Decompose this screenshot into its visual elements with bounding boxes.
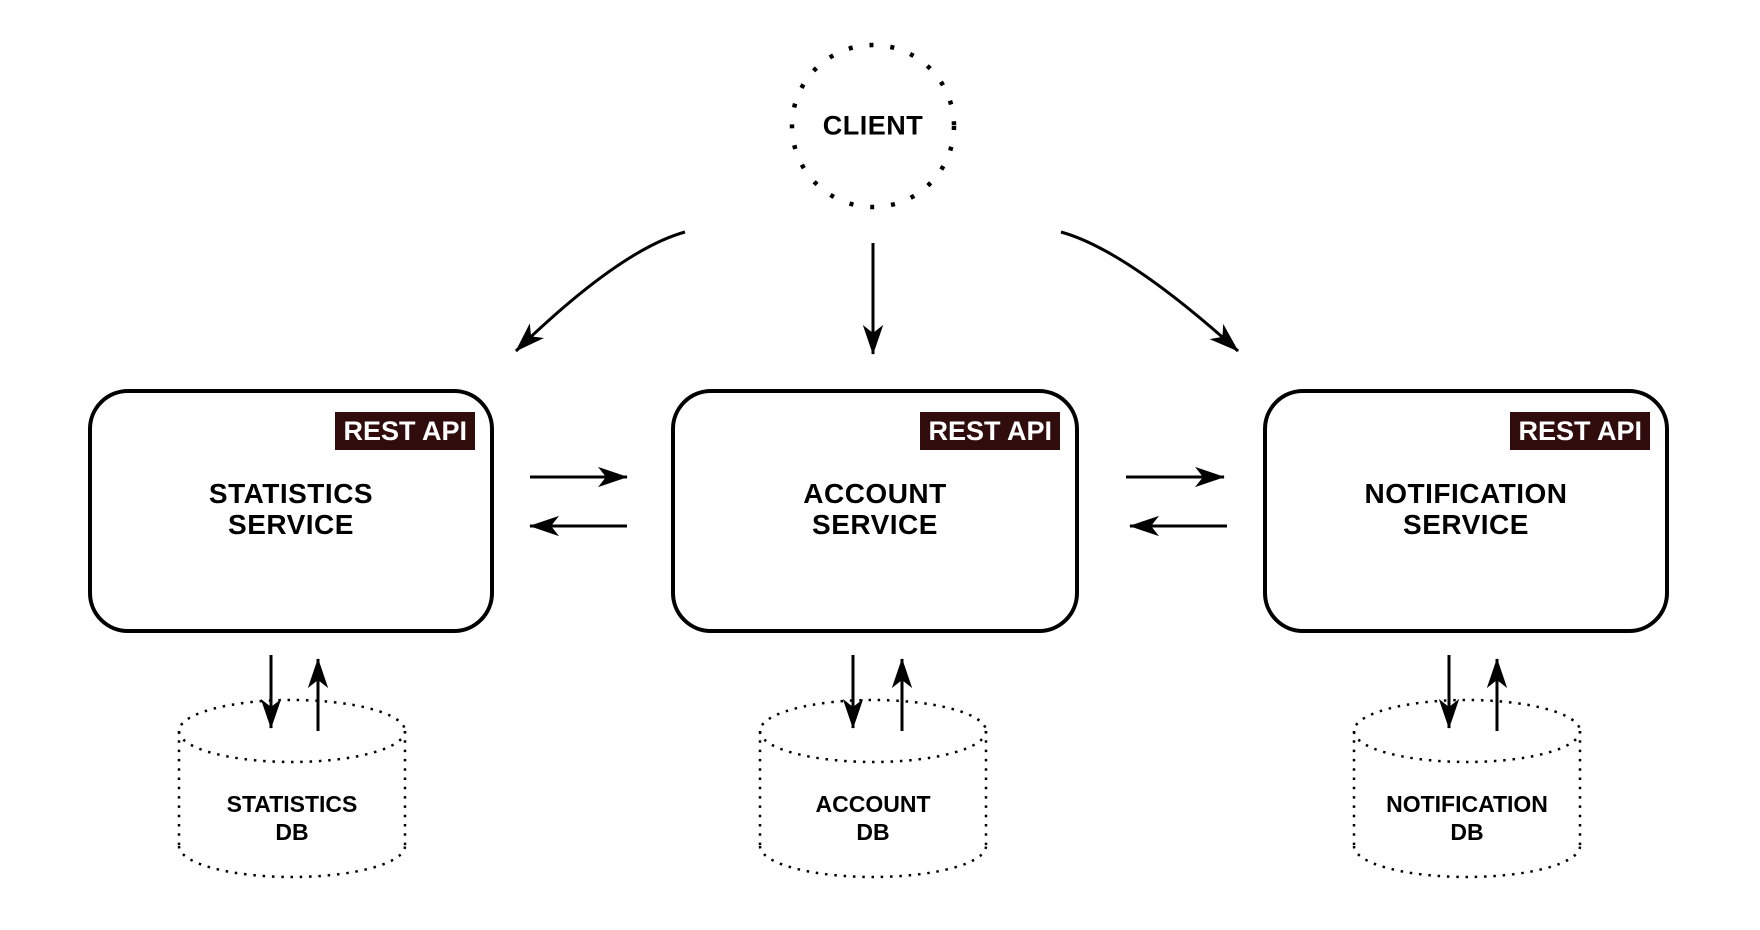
service-name-line2: SERVICE bbox=[1403, 509, 1529, 540]
service-name-line1: STATISTICS bbox=[208, 478, 374, 509]
rest-api-badge: REST API bbox=[920, 412, 1060, 450]
service-name-line1: ACCOUNT bbox=[803, 478, 947, 509]
account-db-cylinder bbox=[758, 698, 988, 879]
db-label-notification: NOTIFICATION DB bbox=[1337, 790, 1597, 846]
service-name-notification: NOTIFICATION SERVICE bbox=[1267, 478, 1665, 540]
rest-api-badge: REST API bbox=[1510, 412, 1650, 450]
db-label-account: ACCOUNT DB bbox=[743, 790, 1003, 846]
client-to-statistics-arrow bbox=[514, 230, 686, 353]
client-label: CLIENT bbox=[822, 110, 924, 141]
service-name-line2: SERVICE bbox=[812, 509, 938, 540]
statistics-db-cylinder bbox=[177, 698, 407, 879]
db-label-line1: STATISTICS bbox=[226, 791, 358, 817]
service-name-statistics: STATISTICS SERVICE bbox=[92, 478, 490, 540]
service-name-account: ACCOUNT SERVICE bbox=[675, 478, 1075, 540]
rest-api-badge: REST API bbox=[335, 412, 475, 450]
service-name-line2: SERVICE bbox=[228, 509, 354, 540]
db-label-line1: NOTIFICATION bbox=[1386, 791, 1548, 817]
notification-db-cylinder bbox=[1352, 698, 1582, 879]
client-to-notification-arrow bbox=[1060, 230, 1240, 353]
service-box-account: REST API ACCOUNT SERVICE bbox=[671, 389, 1079, 633]
service-box-notification: REST API NOTIFICATION SERVICE bbox=[1263, 389, 1669, 633]
db-label-line2: DB bbox=[275, 819, 309, 845]
client-node-circle bbox=[789, 42, 957, 210]
service-box-statistics: REST API STATISTICS SERVICE bbox=[88, 389, 494, 633]
service-name-line1: NOTIFICATION bbox=[1364, 478, 1568, 509]
db-label-line2: DB bbox=[856, 819, 890, 845]
db-label-line2: DB bbox=[1450, 819, 1484, 845]
db-label-line1: ACCOUNT bbox=[815, 791, 931, 817]
db-label-statistics: STATISTICS DB bbox=[162, 790, 422, 846]
